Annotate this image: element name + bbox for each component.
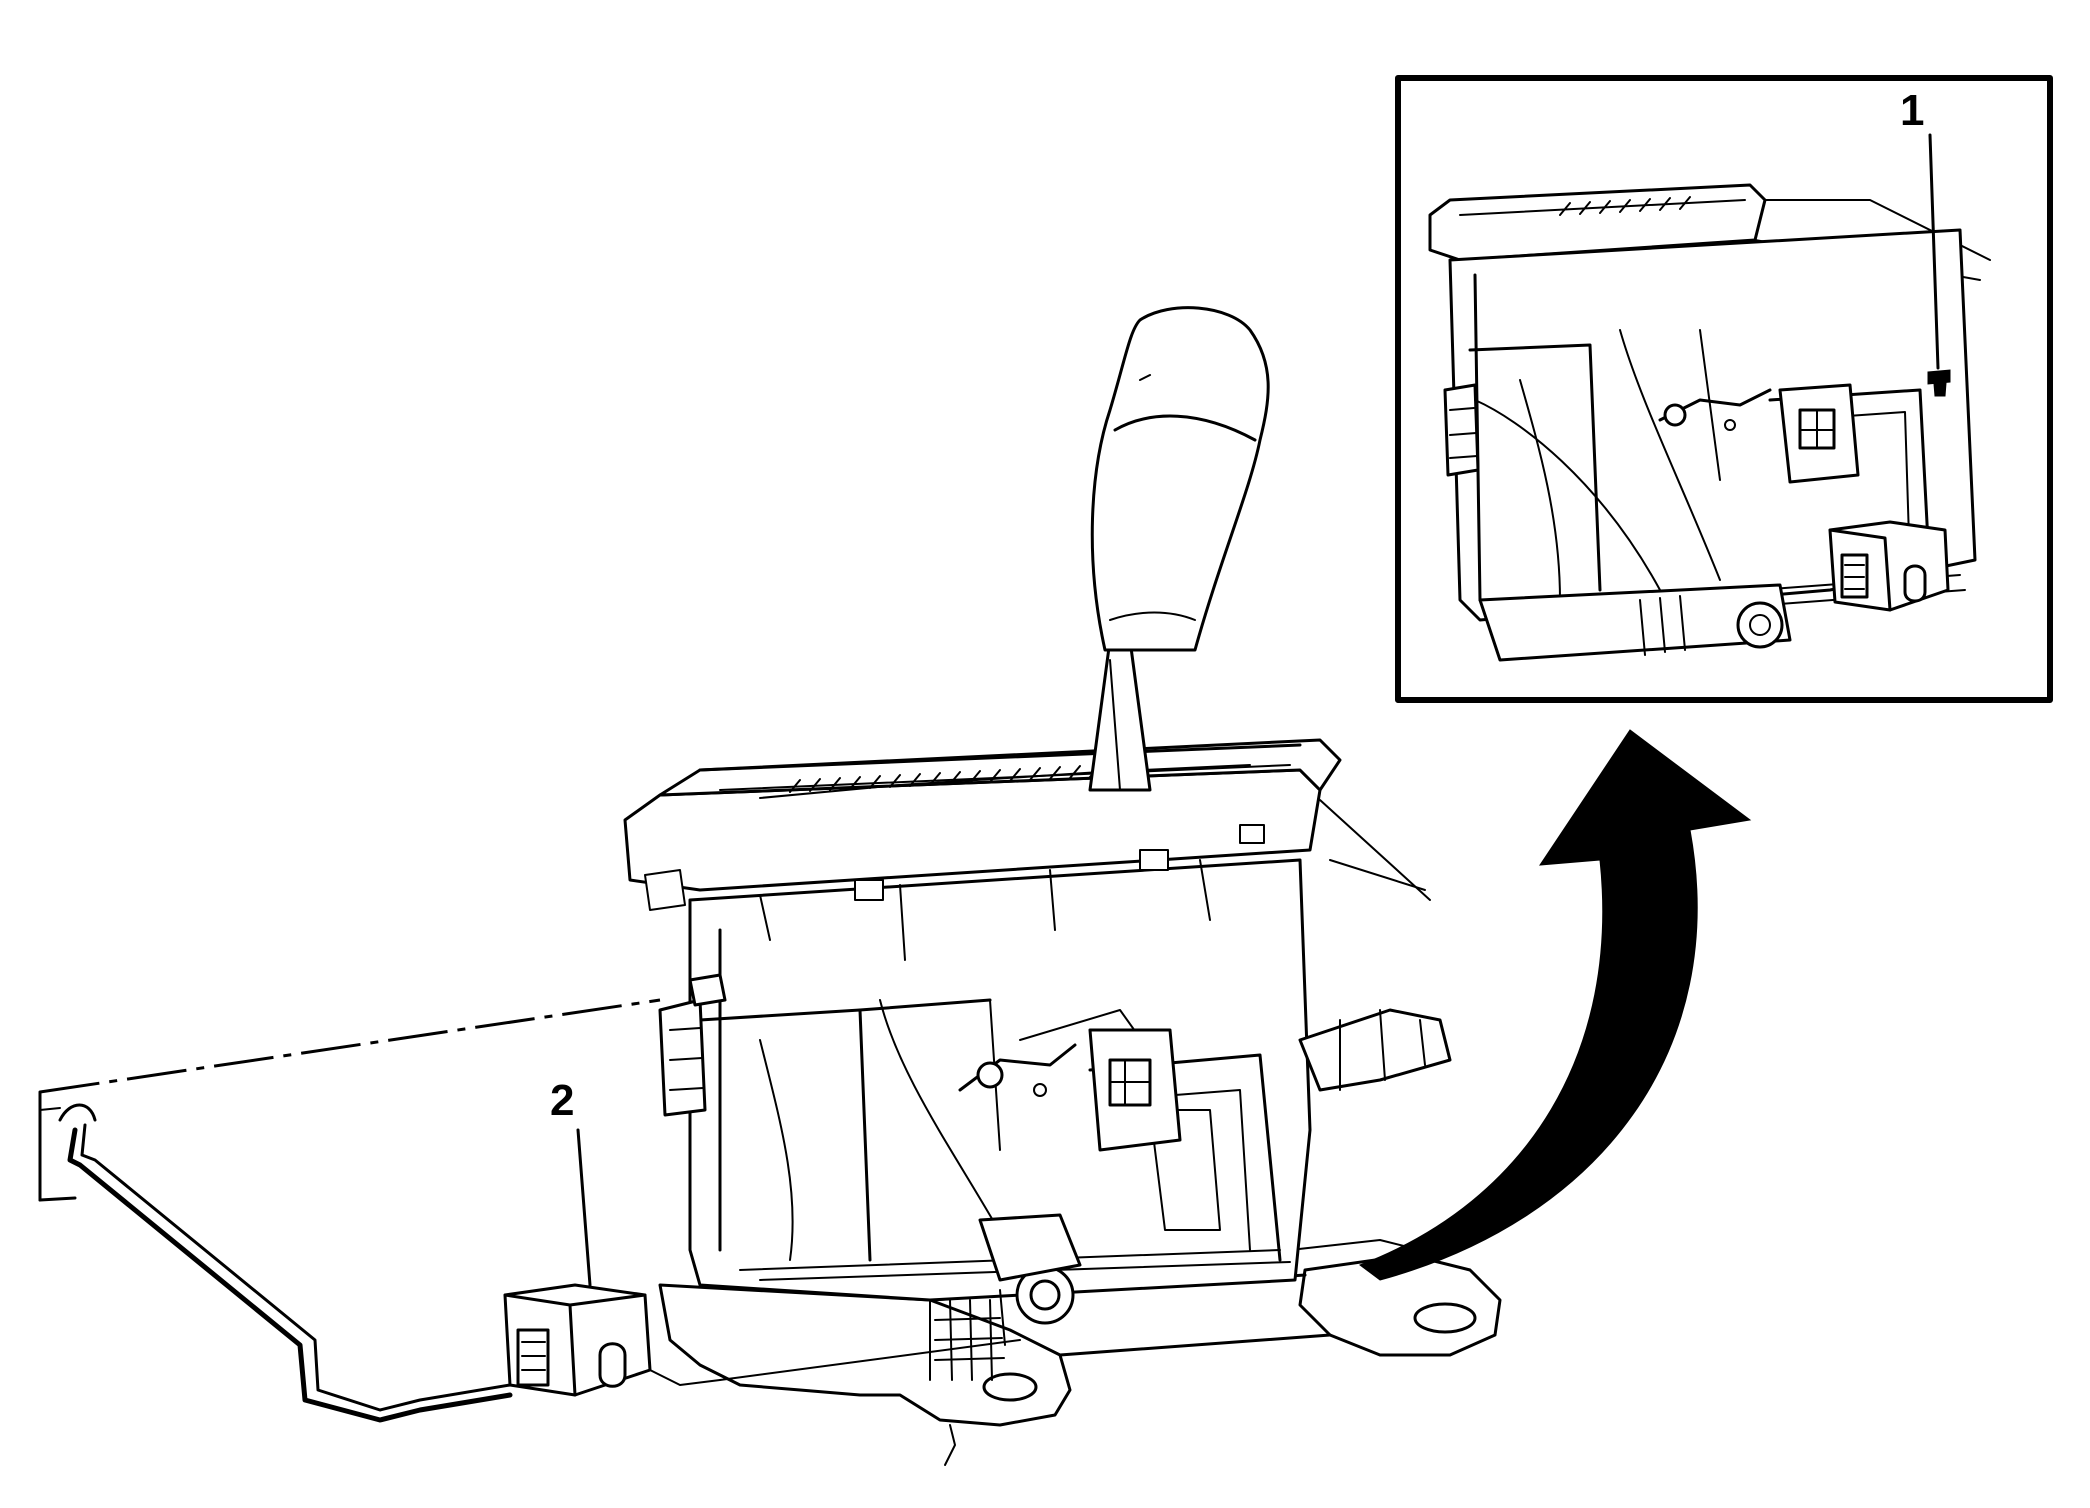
shift-lock-mechanism <box>958 1028 1182 1325</box>
harness-routing-outline <box>38 998 661 1202</box>
callout-2: 2 <box>550 1076 592 1287</box>
callout-1: 1 <box>1900 86 1940 370</box>
shift-position-switch <box>503 1283 1021 1397</box>
fastener-bolt <box>1927 369 1951 397</box>
shift-knob <box>1090 306 1270 652</box>
shifter-assembly <box>623 306 1502 1466</box>
inset-detail-view: 1 <box>1395 75 2053 703</box>
callout-2-label: 2 <box>550 1076 574 1125</box>
shifter-bezel <box>623 738 1431 961</box>
inset-shift-position-switch <box>1828 520 1950 612</box>
wiring-harness <box>58 1103 513 1423</box>
park-lock-cable-bracket <box>658 973 727 1117</box>
inset-left-connector <box>1443 383 1661 591</box>
view-direction-arrow <box>1358 729 1752 1281</box>
inset-selector-mechanism <box>1658 383 1860 484</box>
shift-lever <box>1088 638 1152 792</box>
callout-1-label: 1 <box>1900 86 1924 135</box>
